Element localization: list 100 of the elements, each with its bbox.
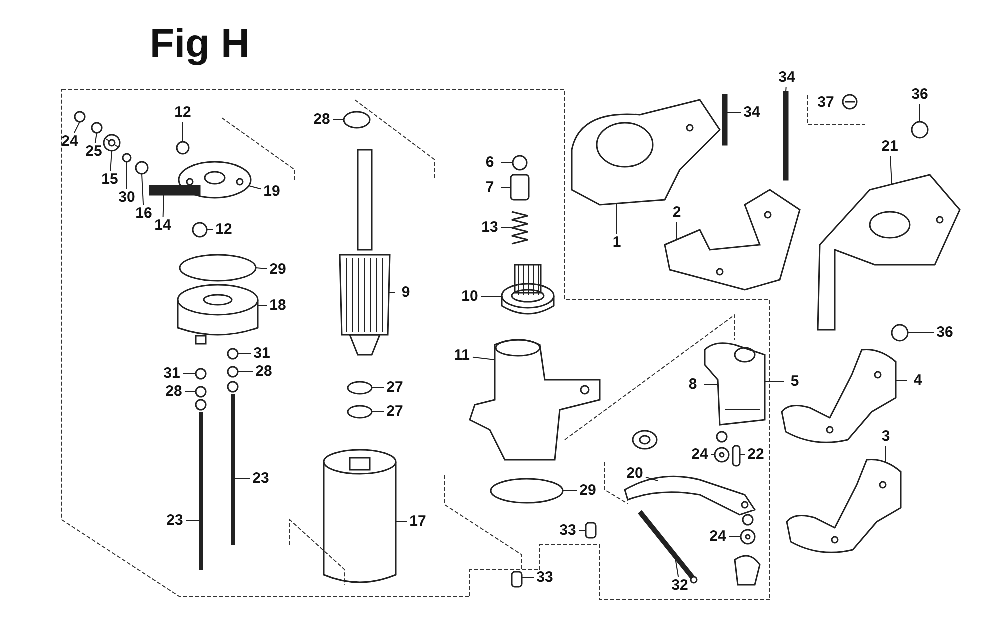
bolt-drawing bbox=[722, 94, 728, 146]
callout-number: 12 bbox=[214, 222, 234, 238]
callout-number: 4 bbox=[908, 373, 928, 389]
washer-drawing bbox=[122, 153, 132, 163]
leader-line bbox=[562, 490, 578, 492]
leader-line bbox=[182, 122, 184, 142]
brush-holder-drawing bbox=[149, 185, 201, 196]
callout-number: 22 bbox=[746, 447, 766, 463]
callout-number: 7 bbox=[480, 180, 500, 196]
callout-number: 31 bbox=[162, 366, 182, 382]
callout-number: 29 bbox=[268, 262, 288, 278]
callout-number: 36 bbox=[935, 325, 955, 341]
leader-line bbox=[472, 356, 496, 360]
leader-line bbox=[162, 194, 164, 218]
leader-line bbox=[480, 296, 502, 298]
washer-drawing bbox=[135, 161, 149, 175]
callout-number: 25 bbox=[84, 144, 104, 160]
callout-number: 28 bbox=[164, 384, 184, 400]
callout-number: 14 bbox=[153, 218, 173, 234]
callout-number: 34 bbox=[742, 105, 762, 121]
rear-cover-drawing bbox=[177, 284, 259, 345]
callout-number: 24 bbox=[690, 447, 710, 463]
leader-line bbox=[94, 132, 98, 144]
leader-line bbox=[126, 162, 128, 190]
callout-number: 33 bbox=[535, 570, 555, 586]
leader-line bbox=[500, 162, 514, 164]
leader-line bbox=[578, 530, 586, 532]
callout-number: 3 bbox=[876, 429, 896, 445]
washer-drawing bbox=[74, 111, 86, 123]
washer-drawing bbox=[103, 134, 121, 152]
callout-number: 16 bbox=[134, 206, 154, 222]
o-ring-drawing bbox=[179, 254, 257, 282]
end-cover-drawing bbox=[178, 161, 252, 199]
callout-number: 27 bbox=[385, 404, 405, 420]
callout-number: 6 bbox=[480, 155, 500, 171]
nut-drawing bbox=[714, 431, 730, 463]
callout-number: 1 bbox=[607, 235, 627, 251]
callout-number: 15 bbox=[100, 172, 120, 188]
callout-number: 23 bbox=[251, 471, 271, 487]
callout-number: 24 bbox=[60, 134, 80, 150]
leader-line bbox=[740, 454, 746, 456]
o-ring-drawing bbox=[490, 478, 564, 504]
callout-number: 27 bbox=[385, 380, 405, 396]
nut-drawing bbox=[192, 222, 208, 238]
bolt-drawing bbox=[227, 381, 239, 545]
washer-drawing bbox=[227, 366, 239, 378]
bracket-drawing bbox=[786, 459, 902, 554]
leader-line bbox=[234, 478, 250, 480]
washer-drawing bbox=[343, 111, 371, 129]
cap-drawing bbox=[511, 571, 523, 588]
leader-line bbox=[616, 204, 618, 234]
figure-title: Fig H bbox=[150, 22, 250, 67]
leader-line bbox=[710, 454, 716, 456]
callout-number: 9 bbox=[396, 285, 416, 301]
callout-number: 11 bbox=[452, 348, 472, 364]
washer-drawing bbox=[91, 122, 103, 134]
callout-number: 29 bbox=[578, 483, 598, 499]
callout-number: 10 bbox=[460, 289, 480, 305]
callout-number: 28 bbox=[254, 364, 274, 380]
bolt-drawing bbox=[195, 399, 207, 570]
callout-number: 31 bbox=[252, 346, 272, 362]
callout-number: 32 bbox=[670, 578, 690, 594]
bracket-drawing bbox=[571, 99, 721, 206]
leader-line bbox=[890, 156, 892, 184]
ring-drawing bbox=[512, 155, 528, 171]
leader-line bbox=[110, 150, 112, 172]
callout-number: 18 bbox=[268, 298, 288, 314]
leader-line bbox=[646, 476, 658, 482]
leader-line bbox=[74, 122, 80, 134]
washer-drawing bbox=[347, 405, 373, 419]
callout-number: 20 bbox=[625, 466, 645, 482]
callout-number: 28 bbox=[312, 112, 332, 128]
solenoid-drawing bbox=[704, 342, 766, 426]
leader-line bbox=[786, 86, 787, 92]
collar-drawing bbox=[510, 174, 530, 201]
washer-drawing bbox=[347, 381, 373, 395]
pinion-gear-drawing bbox=[501, 264, 555, 315]
callout-number: 2 bbox=[667, 205, 687, 221]
drive-housing-drawing bbox=[469, 339, 601, 461]
leader-line bbox=[256, 268, 268, 270]
leader-line bbox=[676, 222, 678, 240]
plate-drawing bbox=[664, 189, 801, 291]
leader-line bbox=[704, 384, 718, 386]
armature-drawing bbox=[339, 149, 391, 356]
leader-line bbox=[896, 380, 908, 382]
leader-line bbox=[142, 174, 144, 206]
leader-line bbox=[248, 186, 262, 190]
spring-drawing bbox=[511, 211, 529, 245]
callout-number: 36 bbox=[910, 87, 930, 103]
leader-line bbox=[186, 520, 200, 522]
nut-drawing bbox=[227, 348, 239, 360]
bracket-drawing bbox=[781, 349, 897, 444]
callout-number: 21 bbox=[880, 139, 900, 155]
leader-line bbox=[726, 112, 742, 114]
leader-line bbox=[388, 292, 396, 294]
callout-number: 17 bbox=[408, 514, 428, 530]
callout-number: 23 bbox=[165, 513, 185, 529]
callout-number: 5 bbox=[785, 374, 805, 390]
nut-drawing bbox=[891, 324, 909, 342]
callout-number: 13 bbox=[480, 220, 500, 236]
